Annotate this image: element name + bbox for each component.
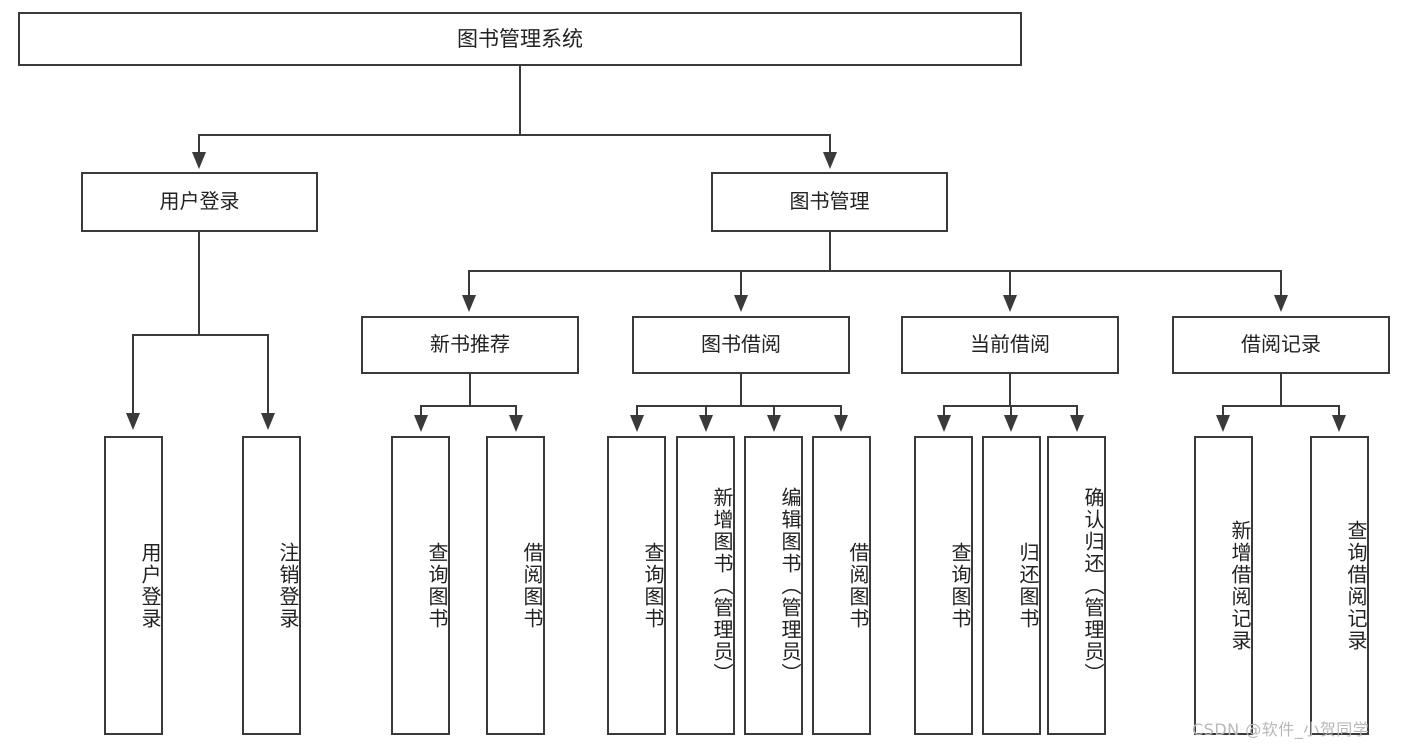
node-label: 借阅图书	[846, 541, 870, 630]
arrow-bm-to-new-book	[462, 295, 476, 312]
node-book-borrow[interactable]: 图书借阅	[632, 316, 850, 374]
arrow-bm-to-borrow-record	[1274, 295, 1288, 312]
connector-root-bus	[198, 134, 831, 136]
node-label: 用户登录	[159, 189, 240, 214]
node-label: 注销登录	[276, 541, 300, 630]
arrow-new-book-child-1	[414, 415, 428, 432]
arrow-user-login-child-2	[261, 413, 275, 430]
leaf-current-borrow-query[interactable]: 查询图书	[914, 436, 973, 735]
node-label: 编辑图书（管理员）	[778, 486, 802, 685]
connector-book-borrow-stem	[740, 374, 742, 407]
arrow-bm-to-current-borrow	[1003, 295, 1017, 312]
connector-root-to-user-login	[198, 134, 200, 156]
arrow-book-borrow-child-3	[767, 415, 781, 432]
leaf-user-login-logout[interactable]: 注销登录	[242, 436, 301, 735]
connector-book-management-stem	[829, 232, 831, 272]
arrow-bm-to-book-borrow	[734, 295, 748, 312]
connector-current-borrow-stem	[1009, 374, 1011, 407]
leaf-book-borrow-borrow[interactable]: 借阅图书	[812, 436, 871, 735]
connector-book-management-bus	[468, 270, 1281, 272]
connector-borrow-record-child-1	[1222, 405, 1224, 417]
connector-bm-to-borrow-record	[1280, 270, 1282, 298]
arrow-book-borrow-child-1	[630, 415, 644, 432]
connector-root-to-book-management	[829, 134, 831, 156]
connector-borrow-record-bus	[1222, 405, 1340, 407]
leaf-current-borrow-confirm-return[interactable]: 确认归还（管理员）	[1047, 436, 1106, 735]
leaf-user-login-login[interactable]: 用户登录	[104, 436, 163, 735]
node-label: 归还图书	[1016, 541, 1040, 630]
node-label: 图书管理	[789, 189, 870, 214]
leaf-book-borrow-edit[interactable]: 编辑图书（管理员）	[744, 436, 803, 735]
node-label: 新书推荐	[430, 332, 510, 357]
node-root-library-system[interactable]: 图书管理系统	[18, 12, 1022, 66]
arrow-borrow-record-child-1	[1216, 415, 1230, 432]
connector-new-book-stem	[469, 374, 471, 407]
arrow-borrow-record-child-2	[1332, 415, 1346, 432]
node-label: 当前借阅	[970, 332, 1050, 357]
node-label: 查询借阅记录	[1344, 519, 1368, 652]
connector-new-book-child-2	[515, 405, 517, 417]
node-user-login[interactable]: 用户登录	[81, 172, 318, 232]
node-label: 用户登录	[138, 541, 162, 630]
connector-current-borrow-child-1	[943, 405, 945, 417]
connector-book-borrow-bus	[636, 405, 842, 407]
node-label: 新增借阅记录	[1228, 519, 1252, 652]
connector-book-borrow-child-4	[840, 405, 842, 417]
leaf-borrow-record-add[interactable]: 新增借阅记录	[1194, 436, 1253, 735]
connector-book-borrow-child-1	[636, 405, 638, 417]
leaf-new-book-query[interactable]: 查询图书	[391, 436, 450, 735]
node-current-borrow[interactable]: 当前借阅	[901, 316, 1119, 374]
connector-borrow-record-child-2	[1338, 405, 1340, 417]
arrow-root-to-user-login	[192, 152, 206, 169]
connector-user-login-child-2	[267, 334, 269, 416]
leaf-current-borrow-return[interactable]: 归还图书	[982, 436, 1041, 735]
node-label: 查询图书	[641, 541, 665, 630]
arrow-current-borrow-child-3	[1070, 415, 1084, 432]
node-label: 借阅记录	[1241, 332, 1321, 357]
arrow-user-login-child-1	[126, 413, 140, 430]
node-label: 新增图书（管理员）	[710, 486, 734, 685]
connector-bm-to-book-borrow	[740, 270, 742, 298]
leaf-new-book-borrow[interactable]: 借阅图书	[486, 436, 545, 735]
connector-user-login-stem	[198, 232, 200, 336]
connector-bm-to-current-borrow	[1009, 270, 1011, 298]
arrow-current-borrow-child-1	[937, 415, 951, 432]
leaf-borrow-record-query[interactable]: 查询借阅记录	[1310, 436, 1369, 735]
connector-borrow-record-stem	[1280, 374, 1282, 407]
arrow-book-borrow-child-2	[699, 415, 713, 432]
node-label: 图书管理系统	[457, 26, 583, 51]
node-label: 图书借阅	[701, 332, 781, 357]
node-label: 查询图书	[425, 541, 449, 630]
connector-bm-to-new-book	[468, 270, 470, 298]
connector-current-borrow-child-3	[1076, 405, 1078, 417]
arrow-root-to-book-management	[823, 152, 837, 169]
leaf-book-borrow-add[interactable]: 新增图书（管理员）	[676, 436, 735, 735]
connector-user-login-child-1	[132, 334, 134, 416]
node-borrow-record[interactable]: 借阅记录	[1172, 316, 1390, 374]
node-book-management[interactable]: 图书管理	[711, 172, 948, 232]
leaf-book-borrow-query[interactable]: 查询图书	[607, 436, 666, 735]
node-label: 借阅图书	[520, 541, 544, 630]
connector-book-borrow-child-2	[705, 405, 707, 417]
node-new-book-recommend[interactable]: 新书推荐	[361, 316, 579, 374]
node-label: 确认归还（管理员）	[1081, 486, 1105, 685]
node-label: 查询图书	[948, 541, 972, 630]
arrow-book-borrow-child-4	[834, 415, 848, 432]
arrow-new-book-child-2	[509, 415, 523, 432]
connector-new-book-child-1	[420, 405, 422, 417]
arrow-current-borrow-child-2	[1004, 415, 1018, 432]
connector-user-login-bus	[132, 334, 269, 336]
connector-current-borrow-child-2	[1010, 405, 1012, 417]
connector-new-book-bus	[420, 405, 517, 407]
connector-root-stem	[519, 66, 521, 135]
connector-book-borrow-child-3	[773, 405, 775, 417]
